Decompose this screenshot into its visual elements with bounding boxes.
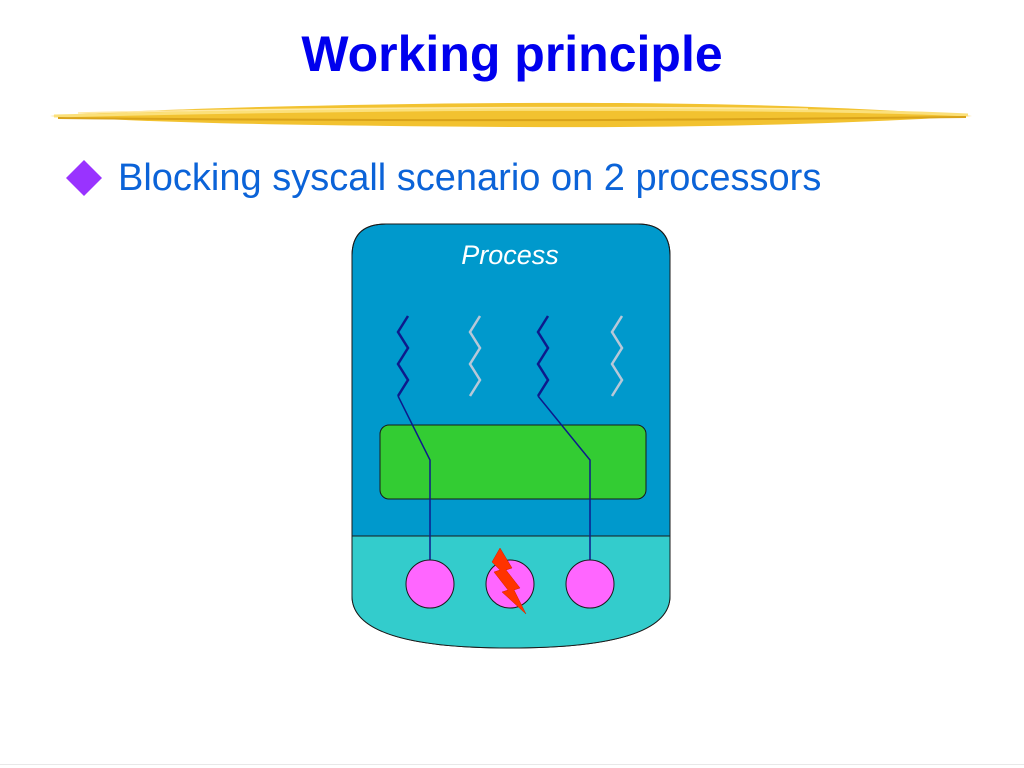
thread-3-mapping-line (537, 395, 591, 562)
lightning-bolt-icon (491, 547, 527, 615)
processor-1 (405, 559, 455, 609)
thread-4-idle-icon (610, 315, 624, 397)
footer-divider (0, 764, 1024, 765)
bullet-item: Blocking syscall scenario on 2 processor… (64, 152, 821, 204)
thread-2-idle-icon (468, 315, 482, 397)
diamond-icon (66, 160, 102, 196)
title-underline-brushstroke (50, 102, 972, 128)
user-level-scheduler (379, 424, 647, 500)
bullet-text: Blocking syscall scenario on 2 processor… (118, 157, 822, 199)
thread-1-running-icon (396, 315, 410, 397)
thread-1-mapping-line (397, 395, 431, 562)
slide-title: Working principle (301, 26, 723, 82)
process-label: Process (461, 240, 559, 270)
process-diagram: Process (351, 223, 671, 649)
thread-3-running-icon (536, 315, 550, 397)
processor-3 (565, 559, 615, 609)
